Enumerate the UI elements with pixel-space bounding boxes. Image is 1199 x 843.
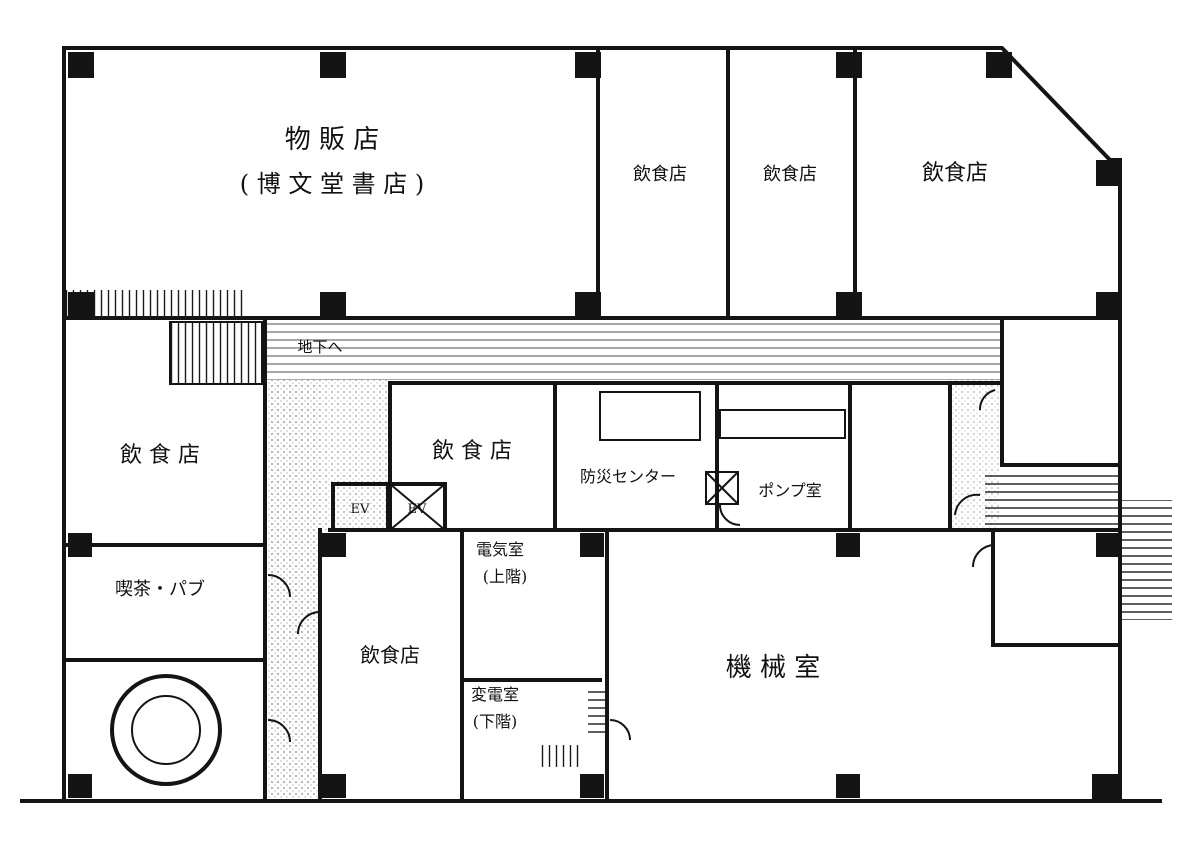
label-electric-room: 電気室 xyxy=(476,540,524,559)
label-elevator-1: EV xyxy=(351,502,370,517)
room-labels: 物 販 店 ( 博 文 堂 書 店 ) 飲食店 飲食店 飲食店 地下へ 飲 食 … xyxy=(115,125,988,731)
left-room-walls xyxy=(62,316,267,802)
label-restaurant-top-1: 飲食店 xyxy=(633,164,687,185)
corridor xyxy=(262,322,1002,800)
label-disaster-center: 防災センター xyxy=(580,467,676,486)
structural-columns xyxy=(68,52,1122,800)
label-restaurant-top-2: 飲食店 xyxy=(763,164,817,185)
label-machine-room: 機 械 室 xyxy=(726,653,821,683)
round-feature-inner xyxy=(131,695,201,765)
label-elevator-2: EV xyxy=(408,502,427,517)
round-feature-outer xyxy=(110,674,222,786)
label-substation: 変電室 xyxy=(471,685,519,704)
label-pump-room: ポンプ室 xyxy=(758,481,822,500)
label-basement-note: 地下へ xyxy=(297,338,342,356)
right-stair xyxy=(985,475,1172,620)
left-stair xyxy=(66,290,263,385)
door-swings xyxy=(267,389,996,743)
label-electric-room-sub: (上階) xyxy=(483,567,528,586)
label-restaurant-lower: 飲食店 xyxy=(360,643,420,667)
lower-room-walls xyxy=(318,528,1122,802)
label-retail-sub: ( 博 文 堂 書 店 ) xyxy=(240,170,425,198)
label-restaurant-left: 飲 食 店 xyxy=(120,443,200,468)
label-restaurant-top-3: 飲食店 xyxy=(922,161,988,186)
label-restaurant-center: 飲 食 店 xyxy=(432,439,512,464)
label-substation-sub: (下階) xyxy=(473,712,518,731)
label-retail: 物 販 店 xyxy=(285,125,380,155)
label-cafe-pub: 喫茶・パブ xyxy=(115,578,205,600)
elevator-shafts xyxy=(331,471,739,532)
